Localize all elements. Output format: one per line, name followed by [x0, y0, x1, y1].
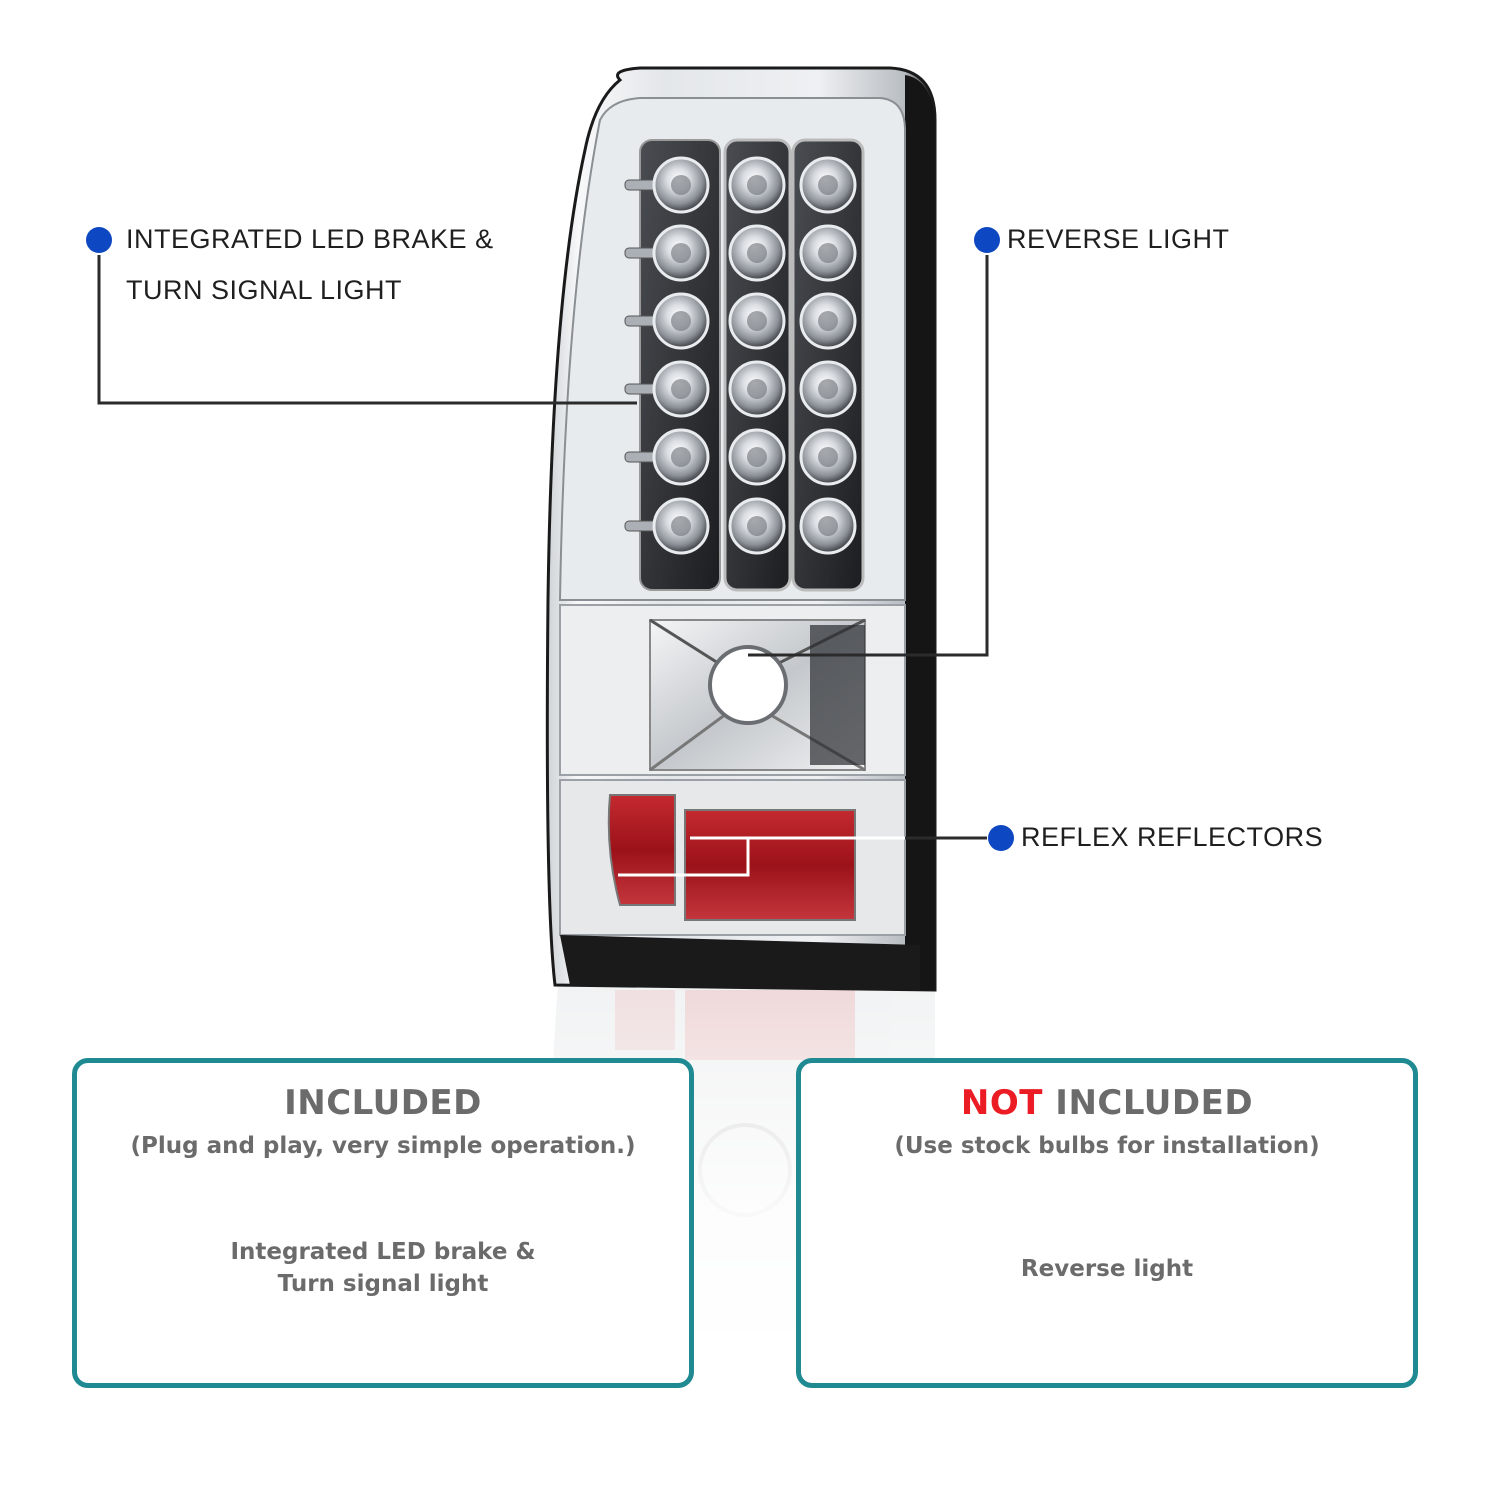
led-core [671, 447, 691, 467]
brake-turn-callout-line2: TURN SIGNAL LIGHT [126, 275, 403, 305]
callout-reverse-connector [748, 227, 1000, 657]
led-core [671, 379, 691, 399]
reflector-small [607, 794, 676, 906]
reverse-bulb [708, 645, 788, 725]
included-item-line2: Turn signal light [277, 1271, 489, 1297]
led-core [818, 175, 838, 195]
led-core [747, 311, 767, 331]
led-core [747, 379, 767, 399]
brake-turn-callout: INTEGRATED LED BRAKE & TURN SIGNAL LIGHT [126, 214, 494, 316]
reflex-callout: REFLEX REFLECTORS [1021, 822, 1324, 852]
led-core [747, 447, 767, 467]
not-included-title: NOT INCLUDED [801, 1083, 1413, 1123]
led-core [818, 516, 838, 536]
reverse-dot [974, 227, 1000, 253]
included-item-line1: Integrated LED brake & [230, 1239, 536, 1265]
led-core [747, 175, 767, 195]
reflector-large [684, 809, 856, 921]
not-included-item: Reverse light [1020, 1256, 1194, 1282]
led-core [671, 175, 691, 195]
included-item: Integrated LED brake & Turn signal light [77, 1236, 689, 1300]
led-core [818, 447, 838, 467]
callout-brake-turn-connector [86, 227, 637, 405]
led-array [624, 138, 865, 592]
included-box: INCLUDED (Plug and play, very simple ope… [72, 1058, 694, 1388]
callout-reflex-connector [618, 825, 1014, 877]
brake-turn-dot [86, 227, 112, 253]
included-subtitle: (Plug and play, very simple operation.) [130, 1133, 636, 1159]
brake-turn-callout-line1: INTEGRATED LED BRAKE & [126, 224, 494, 254]
not-included-title-rest: INCLUDED [1042, 1083, 1254, 1123]
led-core [671, 516, 691, 536]
not-word: NOT [960, 1083, 1043, 1123]
led-core [818, 311, 838, 331]
included-title: INCLUDED [284, 1083, 482, 1123]
led-core [747, 516, 767, 536]
led-core [747, 243, 767, 263]
reverse-callout: REVERSE LIGHT [1007, 224, 1230, 254]
tail-light [545, 66, 937, 992]
led-core [818, 243, 838, 263]
led-core [671, 243, 691, 263]
led-core [818, 379, 838, 399]
reflex-dot [988, 825, 1014, 851]
not-included-box: NOT INCLUDED (Use stock bulbs for instal… [796, 1058, 1418, 1388]
not-included-subtitle: (Use stock bulbs for installation) [894, 1133, 1320, 1159]
led-core [671, 311, 691, 331]
